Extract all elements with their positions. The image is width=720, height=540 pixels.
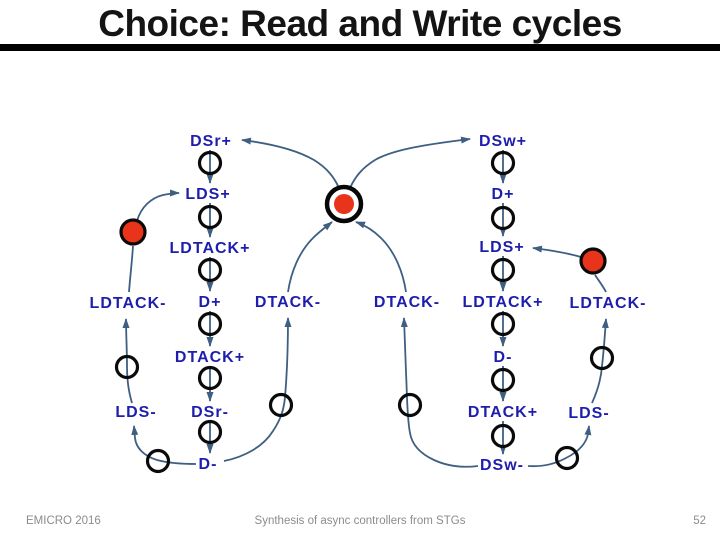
place — [397, 392, 423, 418]
arc-choice-to-dsw-plus — [349, 136, 471, 189]
place — [197, 150, 223, 176]
title-underline — [0, 44, 720, 51]
arc-ldtack-minus-to-marked-place-read — [128, 245, 134, 293]
write-transition-ldtack-plus: LDTACK+ — [463, 294, 544, 311]
place — [490, 150, 516, 176]
read-return-lds-minus: LDS- — [115, 404, 156, 421]
arc-dtack-minus-read-to-choice — [287, 221, 333, 293]
arc-dsw-minus-to-lds-minus-write — [527, 425, 592, 468]
slide-title: Choice: Read and Write cycles — [98, 3, 622, 44]
write-return-ldtack-minus: LDTACK- — [570, 295, 647, 312]
place — [268, 392, 294, 418]
place — [197, 204, 223, 230]
place — [114, 354, 140, 380]
footer-conference: EMICRO 2016 — [26, 515, 101, 527]
place — [490, 257, 516, 283]
write-transition-dsw-plus: DSw+ — [479, 133, 527, 150]
read-return-dtack-minus: DTACK- — [255, 294, 321, 311]
place — [490, 367, 516, 393]
write-transition-dsw-minus: DSw- — [480, 457, 524, 474]
choice-place — [324, 184, 364, 224]
arc-dsw-minus-to-dtack-minus-write — [400, 317, 479, 468]
write-transition-dtack-plus: DTACK+ — [468, 404, 538, 421]
choice-place-token — [334, 194, 354, 214]
place — [554, 445, 580, 471]
write-transition-d-plus: D+ — [492, 186, 515, 203]
arc-dtack-minus-write-to-choice — [355, 221, 407, 293]
read-transition-d-plus: D+ — [199, 294, 222, 311]
write-return-lds-minus: LDS- — [568, 405, 609, 422]
place — [490, 311, 516, 337]
write-return-dtack-minus: DTACK- — [374, 294, 440, 311]
read-transition-lds-plus: LDS+ — [185, 186, 230, 203]
read-transition-dsr-minus: DSr- — [191, 404, 229, 421]
place — [197, 365, 223, 391]
write-transition-d-minus: D- — [494, 349, 513, 366]
arc-lds-minus-to-ldtack-minus-write — [591, 318, 609, 404]
place — [490, 205, 516, 231]
place — [197, 257, 223, 283]
marked-place-read — [119, 218, 147, 246]
transition-labels: DSr+ LDS+ LDTACK+ D+ DTACK+ DSr- D- DSw+… — [90, 133, 647, 474]
footer-subject: Synthesis of async controllers from STGs — [254, 515, 466, 527]
place — [490, 423, 516, 449]
arc-d-minus-to-dtack-minus-read — [223, 317, 292, 462]
read-transition-ldtack-plus: LDTACK+ — [170, 240, 251, 257]
arc-d-minus-to-lds-minus-read — [131, 425, 197, 465]
place — [145, 448, 171, 474]
read-return-ldtack-minus: LDTACK- — [90, 295, 167, 312]
arc-lds-minus-to-ldtack-minus-read — [122, 318, 133, 404]
footer-page-number: 52 — [693, 515, 706, 527]
arc-choice-to-dsr-plus — [241, 137, 340, 189]
places — [114, 150, 615, 474]
place — [589, 345, 615, 371]
arc-ldtack-minus-to-marked-place-write — [594, 274, 607, 293]
slide-footer: EMICRO 2016 Synthesis of async controlle… — [0, 515, 720, 535]
place — [197, 419, 223, 445]
read-transition-dsr-plus: DSr+ — [190, 133, 232, 150]
read-transition-d-minus: D- — [199, 456, 218, 473]
arc-marked-place-to-lds-plus-write — [532, 245, 582, 258]
write-transition-lds-plus: LDS+ — [479, 239, 524, 256]
arc-marked-place-to-lds-plus-read — [136, 189, 180, 222]
arcs — [122, 136, 609, 468]
marked-place-write — [579, 247, 607, 275]
read-transition-dtack-plus: DTACK+ — [175, 349, 245, 366]
place — [197, 311, 223, 337]
